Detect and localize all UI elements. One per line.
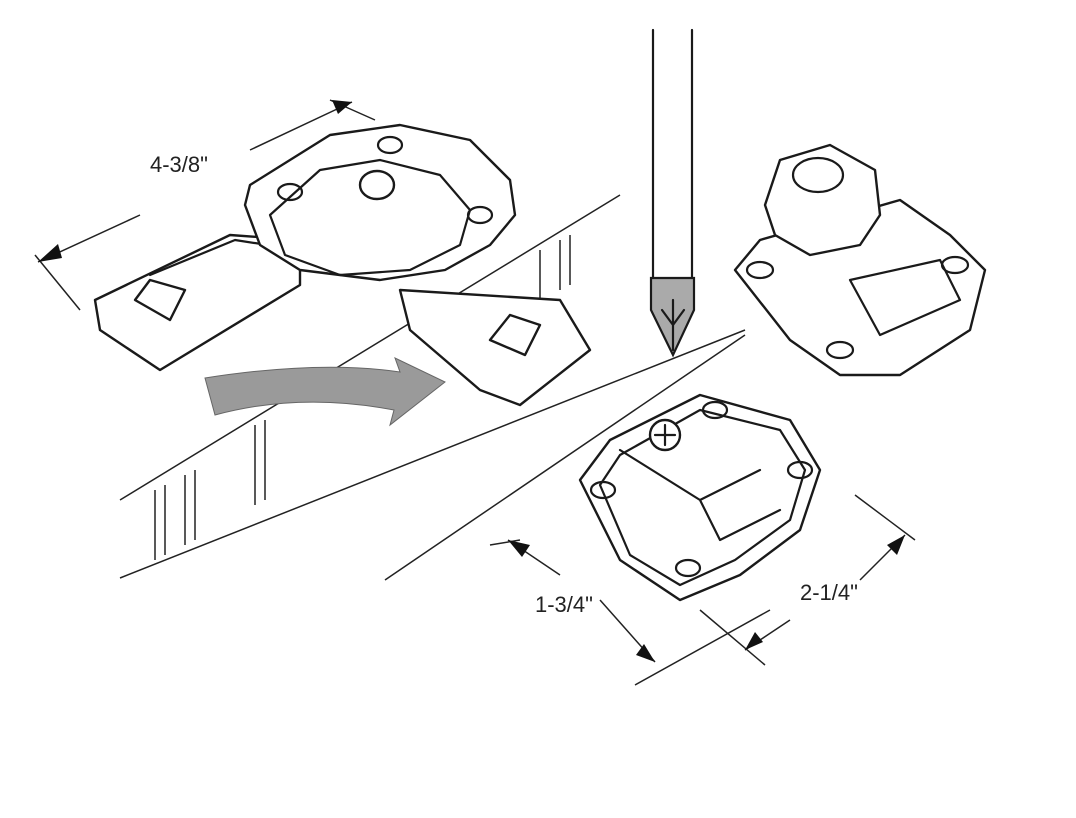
lock-keeper-upright: [733, 143, 987, 377]
rotate-arrow-icon: [204, 357, 446, 427]
keeper-tab-left: [133, 278, 187, 322]
dimension-label-base-depth: 1-3/4": [535, 592, 593, 617]
window-sash: [119, 194, 746, 581]
keeper-tab-right: [488, 313, 542, 357]
dimension-lines: [34, 99, 916, 686]
sash-lock-assembly: [93, 123, 592, 407]
lock-keeper-flat: [578, 393, 822, 602]
screwdriver-icon: [649, 28, 696, 358]
dimension-label-overall-length: 4-3/8": [150, 152, 208, 177]
dimension-label-base-width: 2-1/4": [800, 580, 858, 605]
